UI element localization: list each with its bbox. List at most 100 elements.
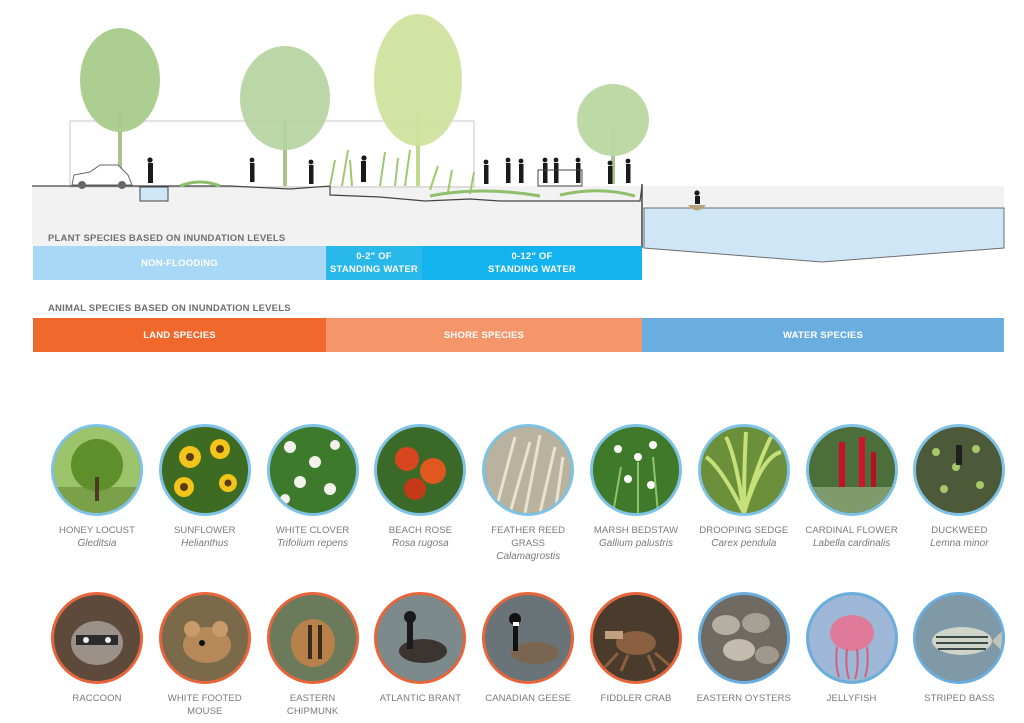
species-latin-name: Lemna minor bbox=[930, 538, 989, 549]
species-common-name: HONEY LOCUST bbox=[59, 525, 135, 536]
mouse-photo bbox=[158, 592, 251, 684]
species-common-name: DROOPING SEDGE bbox=[699, 525, 789, 536]
jellyfish-photo bbox=[805, 592, 898, 684]
plant-species-card: FEATHER REED GRASS Calamagrostis bbox=[475, 424, 581, 563]
plant-species-card: DROOPING SEDGE Carex pendula bbox=[691, 424, 797, 550]
chipmunk-photo-art bbox=[269, 595, 356, 681]
species-latin-name: Helianthus bbox=[181, 538, 229, 549]
plant-species-card: SUNFLOWER Helianthus bbox=[152, 424, 258, 550]
band-shore-species: SHORE SPECIES bbox=[326, 318, 642, 352]
species-latin-name: Gallium palustris bbox=[599, 538, 673, 549]
band-0-12-standing-water: 0-12" OF STANDING WATER bbox=[422, 246, 642, 280]
bass-photo-art bbox=[916, 595, 1003, 681]
animal-species-heading: ANIMAL SPECIES BASED ON INUNDATION LEVEL… bbox=[48, 303, 291, 314]
species-latin-name: Gleditsia bbox=[77, 538, 117, 549]
plant-species-card: HONEY LOCUST Gleditsia bbox=[44, 424, 150, 550]
species-common-name: RACCOON bbox=[72, 693, 122, 704]
grass-photo-art bbox=[485, 427, 572, 513]
species-common-name: EASTERN OYSTERS bbox=[696, 693, 791, 704]
site-section-illustration bbox=[32, 14, 1005, 263]
chipmunk-photo bbox=[266, 592, 359, 684]
sedge-photo-art bbox=[700, 427, 787, 513]
cardinal-flower-photo-art bbox=[808, 427, 895, 513]
species-latin-name: Carex pendula bbox=[711, 538, 777, 549]
species-common-name: FEATHER REED GRASS bbox=[491, 525, 566, 549]
species-common-name: BEACH ROSE bbox=[388, 525, 453, 536]
water-body bbox=[643, 207, 1005, 263]
clover-photo bbox=[266, 424, 359, 516]
animal-species-card: WHITE FOOTED MOUSE bbox=[152, 592, 258, 718]
band-non-flooding: NON-FLOODING bbox=[33, 246, 326, 280]
oysters-photo-art bbox=[700, 595, 787, 681]
plant-species-card: WHITE CLOVER Trifolium repens bbox=[260, 424, 366, 550]
species-common-name: EASTERN CHIPMUNK bbox=[286, 693, 339, 717]
grass-photo bbox=[482, 424, 575, 516]
rose-hip-photo bbox=[374, 424, 467, 516]
kayak bbox=[688, 205, 706, 211]
band-0-2-standing-water: 0-2" OF STANDING WATER bbox=[326, 246, 422, 280]
bedstraw-photo bbox=[590, 424, 682, 516]
reeds bbox=[329, 149, 475, 195]
species-common-name: DUCKWEED bbox=[931, 525, 988, 536]
species-common-name: WHITE FOOTED MOUSE bbox=[167, 693, 242, 717]
cardinal-flower-photo bbox=[805, 424, 898, 516]
tree-photo-art bbox=[54, 427, 140, 513]
animal-species-card: EASTERN OYSTERS bbox=[691, 592, 797, 705]
species-common-name: CARDINAL FLOWER bbox=[805, 525, 898, 536]
crab-photo-art bbox=[593, 595, 679, 681]
animal-species-card: RACCOON bbox=[44, 592, 150, 705]
animal-species-card: JELLYFISH bbox=[799, 592, 905, 705]
clover-photo-art bbox=[269, 427, 356, 513]
plant-species-card: DUCKWEED Lemna minor bbox=[906, 424, 1012, 550]
ground-planting bbox=[179, 180, 636, 198]
animal-species-card: ATLANTIC BRANT bbox=[367, 592, 473, 705]
bedstraw-photo-art bbox=[593, 427, 679, 513]
species-latin-name: Trifolium repens bbox=[277, 538, 349, 549]
sedge-photo bbox=[697, 424, 790, 516]
tree-photo bbox=[51, 424, 143, 516]
animal-species-card: STRIPED BASS bbox=[906, 592, 1012, 705]
duckweed-photo-art bbox=[916, 427, 1003, 513]
oysters-photo bbox=[697, 592, 790, 684]
drain-box bbox=[139, 186, 169, 202]
tree-3 bbox=[374, 14, 462, 186]
plant-species-card: MARSH BEDSTAW Gallium palustris bbox=[583, 424, 689, 550]
sunflower-photo-art bbox=[161, 427, 248, 513]
band-land-species: LAND SPECIES bbox=[33, 318, 326, 352]
animal-species-card: EASTERN CHIPMUNK bbox=[260, 592, 366, 718]
species-latin-name: Calamagrostis bbox=[496, 551, 561, 562]
tree-4 bbox=[577, 84, 649, 184]
mouse-photo-art bbox=[161, 595, 248, 681]
plant-species-card: CARDINAL FLOWER Labella cardinalis bbox=[799, 424, 905, 550]
species-latin-name: Labella cardinalis bbox=[812, 538, 891, 549]
tree-2 bbox=[240, 46, 330, 186]
sunflower-photo bbox=[158, 424, 251, 516]
band-water-species: WATER SPECIES bbox=[642, 318, 1004, 352]
car-icon bbox=[71, 164, 133, 189]
rose-hip-photo-art bbox=[377, 427, 464, 513]
animal-species-card: FIDDLER CRAB bbox=[583, 592, 689, 705]
geese-photo bbox=[482, 592, 575, 684]
tree-1 bbox=[80, 28, 160, 186]
geese-photo-art bbox=[485, 595, 572, 681]
species-common-name: WHITE CLOVER bbox=[275, 525, 350, 536]
species-common-name: FIDDLER CRAB bbox=[600, 693, 672, 704]
jellyfish-photo-art bbox=[808, 595, 895, 681]
duckweed-photo bbox=[913, 424, 1006, 516]
raccoon-photo-art bbox=[54, 595, 140, 681]
species-common-name: SUNFLOWER bbox=[173, 525, 236, 536]
ground-fill bbox=[32, 186, 642, 246]
people-silhouettes bbox=[147, 155, 700, 204]
crab-photo bbox=[590, 592, 682, 684]
animal-species-card: CANADIAN GEESE bbox=[475, 592, 581, 705]
species-common-name: ATLANTIC BRANT bbox=[379, 693, 462, 704]
raccoon-photo bbox=[51, 592, 143, 684]
brant-photo-art bbox=[377, 595, 464, 681]
boardwalk-rail bbox=[537, 169, 583, 187]
bass-photo bbox=[913, 592, 1006, 684]
species-common-name: CANADIAN GEESE bbox=[485, 693, 572, 704]
plant-species-heading: PLANT SPECIES BASED ON INUNDATION LEVELS bbox=[48, 233, 286, 244]
species-common-name: STRIPED BASS bbox=[924, 693, 995, 704]
species-common-name: MARSH BEDSTAW bbox=[593, 525, 679, 536]
